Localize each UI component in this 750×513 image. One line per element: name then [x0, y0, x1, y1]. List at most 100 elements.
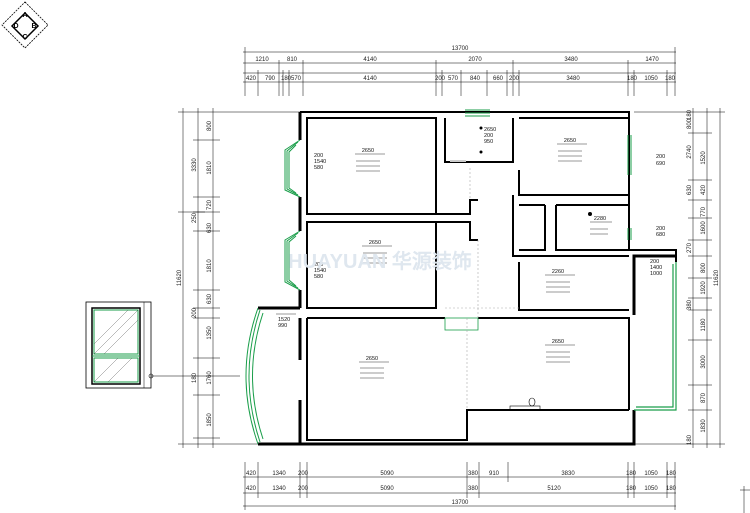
dim-label: 420 [246, 471, 257, 477]
top-row1-labels: 1210 810 4140 2070 3480 1470 [255, 57, 659, 63]
dim-label: 2070 [468, 57, 482, 63]
room-height: 2650 [552, 339, 564, 345]
room-height: 2650 [484, 127, 496, 133]
dim-label: 660 [493, 76, 504, 82]
dim-label: 420 [246, 486, 257, 492]
dim-label: 1760 [207, 371, 213, 385]
room-val: 680 [656, 232, 665, 238]
dim-label: 1850 [207, 413, 213, 427]
compass-logo: A D B C [1, 1, 49, 49]
window-right-small [627, 228, 632, 240]
dim-label: 200 [298, 471, 309, 477]
room-val: 200 [650, 259, 659, 265]
room-val: 950 [484, 139, 493, 145]
room-height: 2650 [369, 240, 381, 246]
dim-label: 1050 [644, 471, 658, 477]
dim-label: 3330 [192, 158, 198, 172]
dim-label: 270 [687, 242, 693, 253]
dim-label: 180 [192, 372, 198, 383]
dim-label: 720 [207, 199, 213, 210]
dim-label: 770 [701, 206, 707, 217]
left-total-dim: 11620 [177, 269, 183, 286]
window-top [465, 109, 490, 117]
top-row2-labels: 420 790 180 570 4140 200 570 840 660 200… [246, 76, 676, 82]
dim-label: 200 [298, 486, 309, 492]
corner-marks [740, 486, 750, 513]
dim-label: 180 [665, 76, 676, 82]
dim-label: 910 [489, 471, 500, 477]
right-row-labels: 180 800 2740 1520 420 630 770 1600 270 8… [687, 109, 707, 445]
dim-label: 570 [291, 76, 302, 82]
dim-label: 1350 [207, 326, 213, 340]
dim-label: 1340 [272, 486, 286, 492]
dim-label: 5120 [547, 486, 561, 492]
room-val: 1540 [314, 159, 326, 165]
dim-label: 1050 [644, 76, 658, 82]
window-bay-curve [245, 307, 264, 445]
room-height: 2280 [594, 216, 606, 222]
room-val: 200 [656, 154, 665, 160]
dim-label: 380 [687, 299, 693, 310]
room-val: 580 [314, 274, 323, 280]
room-val: 1540 [314, 268, 326, 274]
dim-label: 630 [207, 293, 213, 304]
dim-label: 180 [626, 486, 637, 492]
dim-label: 4140 [363, 57, 377, 63]
bottom-row1-labels: 420 1340 200 5090 380 910 3830 180 1050 … [246, 471, 677, 477]
right-total-dim: 11620 [714, 269, 720, 286]
room-val: 1520 [278, 317, 290, 323]
top-tick-marks [244, 47, 676, 96]
room-entry: 1520 990 [276, 313, 296, 329]
dim-label: 200 [435, 76, 446, 82]
dim-label: 790 [265, 76, 276, 82]
window-left-upper [284, 139, 301, 198]
dim-label: 1810 [207, 259, 213, 273]
left-row-labels: 800 3330 1810 720 630 250 1810 630 1350 … [192, 120, 213, 426]
logo-letter-b: B [31, 23, 36, 30]
dim-label: 5090 [380, 471, 394, 477]
dim-label: 3830 [561, 471, 575, 477]
right-tick-marks [634, 111, 725, 445]
dim-label: 180 [281, 76, 292, 82]
dim-label: 810 [287, 57, 298, 63]
room-val: 580 [314, 165, 323, 171]
bottom-tick-marks [244, 462, 676, 510]
dim-label: 200 [192, 307, 198, 318]
room-bedroom-1: 2650 200 1540 580 [314, 148, 385, 172]
room-bedroom-3: 2650 200 690 [557, 138, 665, 167]
window-right-upper [627, 135, 632, 175]
dim-label: 180 [666, 471, 677, 477]
dim-label: 2740 [687, 145, 693, 159]
logo-outer-diamond [1, 1, 49, 49]
logo-letter-c: C [22, 34, 27, 41]
room-bedroom-2: 2650 200 1540 580 [314, 240, 392, 280]
dim-label: 200 [509, 76, 520, 82]
room-val: 200 [314, 262, 323, 268]
dim-label: 180 [687, 434, 693, 445]
room-study: 2260 200 1400 1000 [545, 259, 662, 293]
watermark: HUAYUAN 华源装饰 [288, 249, 472, 273]
dim-label: 180 [666, 486, 677, 492]
dim-label: 3480 [566, 76, 580, 82]
dim-label: 180 [687, 109, 693, 120]
dim-label: 4140 [363, 76, 377, 82]
dim-label: 1520 [701, 151, 707, 165]
bottom-dimensions [243, 476, 676, 507]
window-left-middle [284, 230, 301, 291]
dim-label: 1830 [701, 419, 707, 433]
top-dimensions [243, 51, 676, 83]
dim-label: 800 [687, 118, 693, 129]
logo-letter-d: D [13, 23, 18, 30]
dim-label: 380 [468, 471, 479, 477]
dim-label: 250 [192, 212, 198, 223]
dim-label: 3480 [564, 57, 578, 63]
balcony-right [634, 262, 677, 411]
elevation-panel [85, 301, 240, 389]
dim-label: 630 [207, 222, 213, 233]
dim-label: 1470 [645, 57, 659, 63]
left-dimensions [182, 108, 214, 448]
dim-label: 570 [448, 76, 459, 82]
interior-walls [306, 117, 630, 441]
room-height: 2650 [362, 148, 374, 154]
